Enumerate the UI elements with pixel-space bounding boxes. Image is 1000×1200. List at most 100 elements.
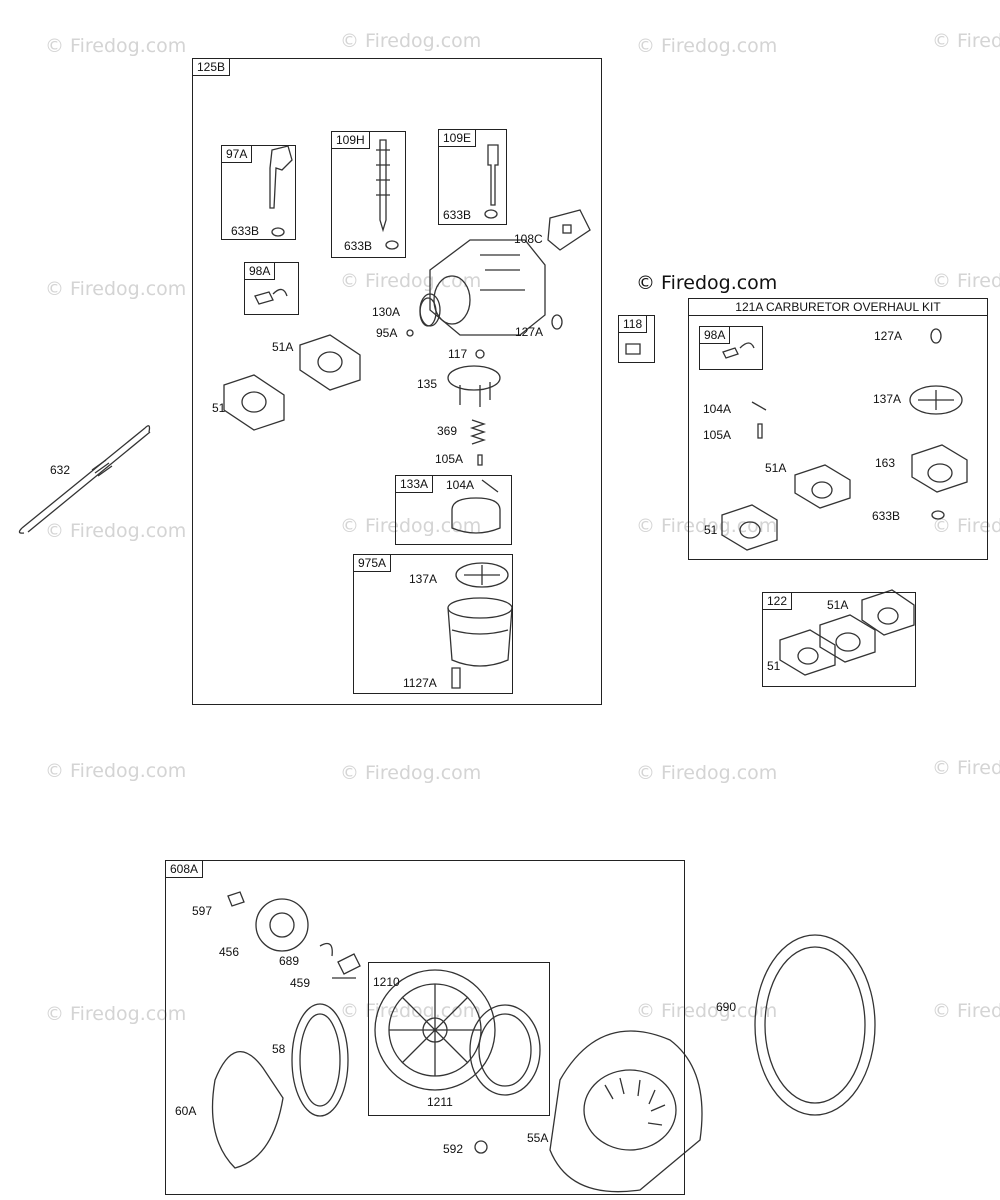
watermark: © Firedog.com: [932, 515, 1000, 537]
group-97A-frame: 97A: [221, 145, 296, 240]
group-125B-frame: 125B: [192, 58, 602, 705]
part-456: [255, 898, 309, 952]
watermark: © Firedog.com: [636, 515, 778, 537]
part-label: 51: [767, 659, 781, 673]
part-label: 690: [716, 1000, 737, 1014]
link-rod-632: [21, 427, 146, 529]
part-118: [625, 343, 641, 355]
part-label: 108C: [514, 232, 543, 246]
part-label: 137A: [409, 572, 438, 586]
part-label: 51A: [272, 340, 294, 354]
part-459: [332, 953, 361, 979]
group-tag: 109E: [439, 130, 477, 147]
watermark: © Firedog.com: [932, 757, 1000, 779]
gasket-122-a: [779, 629, 836, 676]
group-tag: 122: [763, 593, 793, 610]
group-tag: 97A: [222, 146, 253, 163]
part-60A: [211, 1051, 284, 1169]
part-label: 60A: [175, 1104, 197, 1118]
watermark: © Firedog.com: [340, 30, 482, 52]
group-tag: 109H: [332, 132, 370, 149]
part-label: 117: [448, 347, 468, 361]
part-label: 633B: [872, 509, 901, 523]
kit-163-gasket: [911, 444, 968, 493]
group-98A-kit-frame: 98A: [699, 326, 763, 370]
watermark: © Firedog.com: [932, 1000, 1000, 1022]
part-label: 633B: [344, 239, 373, 253]
part-97A: [269, 145, 293, 209]
gasket-122-b: [819, 614, 876, 663]
group-tag: 133A: [396, 476, 434, 493]
float-133A: [451, 497, 501, 534]
part-label: 632: [50, 463, 71, 477]
group-tag: 125B: [193, 59, 231, 76]
part-689: [319, 942, 333, 957]
part-label: 137A: [873, 392, 902, 406]
part-label: 369: [437, 424, 458, 438]
part-58: [291, 1003, 349, 1117]
fuel-bowl: [447, 607, 513, 667]
part-98A: [254, 288, 288, 305]
part-104A: [481, 479, 499, 493]
watermark: © Firedog.com: [340, 1000, 482, 1022]
watermark: © Firedog.com: [45, 278, 187, 300]
part-130A: [419, 297, 437, 327]
part-108C: [547, 209, 591, 251]
kit-header: 121A CARBURETOR OVERHAUL KIT: [689, 299, 987, 316]
watermark: © Firedog.com: [932, 270, 1000, 292]
part-label: 127A: [874, 329, 903, 343]
spring-369: [469, 419, 487, 445]
group-121A-frame: 121A CARBURETOR OVERHAUL KIT: [688, 298, 988, 560]
pulley-1210: [374, 969, 496, 1091]
group-98A-frame: 98A: [244, 262, 299, 315]
part-label: 633B: [443, 208, 472, 222]
watermark: © Firedog.com: [45, 35, 187, 57]
watermark: © Firedog.com: [340, 270, 482, 292]
watermark: © Firedog.com: [636, 35, 778, 57]
part-label: 163: [875, 456, 896, 470]
part-label: 1127A: [403, 676, 437, 690]
part-135: [447, 365, 501, 391]
watermark: © Firedog.com: [45, 760, 187, 782]
part-label: 105A: [435, 452, 464, 466]
part-label: 51: [212, 401, 226, 415]
kit-51A-gasket: [794, 464, 851, 509]
part-label: 456: [219, 945, 240, 959]
group-122-frame: 122: [762, 592, 916, 687]
part-label: 51A: [827, 598, 849, 612]
part-109H: [379, 139, 387, 233]
part-label: 104A: [703, 402, 732, 416]
part-label: 597: [192, 904, 213, 918]
group-tag: 118: [619, 316, 648, 333]
group-608A-frame: 608A: [165, 860, 685, 1195]
kit-51-gasket: [721, 504, 778, 551]
watermark: © Firedog.com: [45, 1003, 187, 1025]
watermark: © Firedog.com: [636, 1000, 778, 1022]
part-label: 130A: [372, 305, 401, 319]
part-label: 689: [279, 954, 300, 968]
part-137A: [455, 562, 509, 588]
kit-137A: [909, 385, 963, 415]
part-label: 459: [290, 976, 311, 990]
part-117: [475, 349, 485, 359]
spring-1211: [469, 1004, 541, 1096]
group-tag: 975A: [354, 555, 392, 572]
part-label: 104A: [446, 478, 475, 492]
part-label: 51: [704, 523, 718, 537]
watermark: © Firedog.com: [45, 520, 187, 542]
group-118-frame: 118: [618, 315, 655, 363]
part-109E: [487, 144, 499, 206]
part-label: 135: [417, 377, 438, 391]
watermark: © Firedog.com: [932, 30, 1000, 52]
screen-690: [754, 934, 876, 1116]
screw-1127A: [451, 667, 461, 689]
part-105A: [477, 454, 483, 466]
watermark: © Firedog.com: [636, 762, 778, 784]
part-label: 592: [443, 1142, 464, 1156]
group-109E-frame: 109E: [438, 129, 507, 225]
housing-55A: [549, 1030, 703, 1193]
part-127A: [551, 314, 563, 330]
part-label: 51A: [765, 461, 787, 475]
part-label: 105A: [703, 428, 732, 442]
